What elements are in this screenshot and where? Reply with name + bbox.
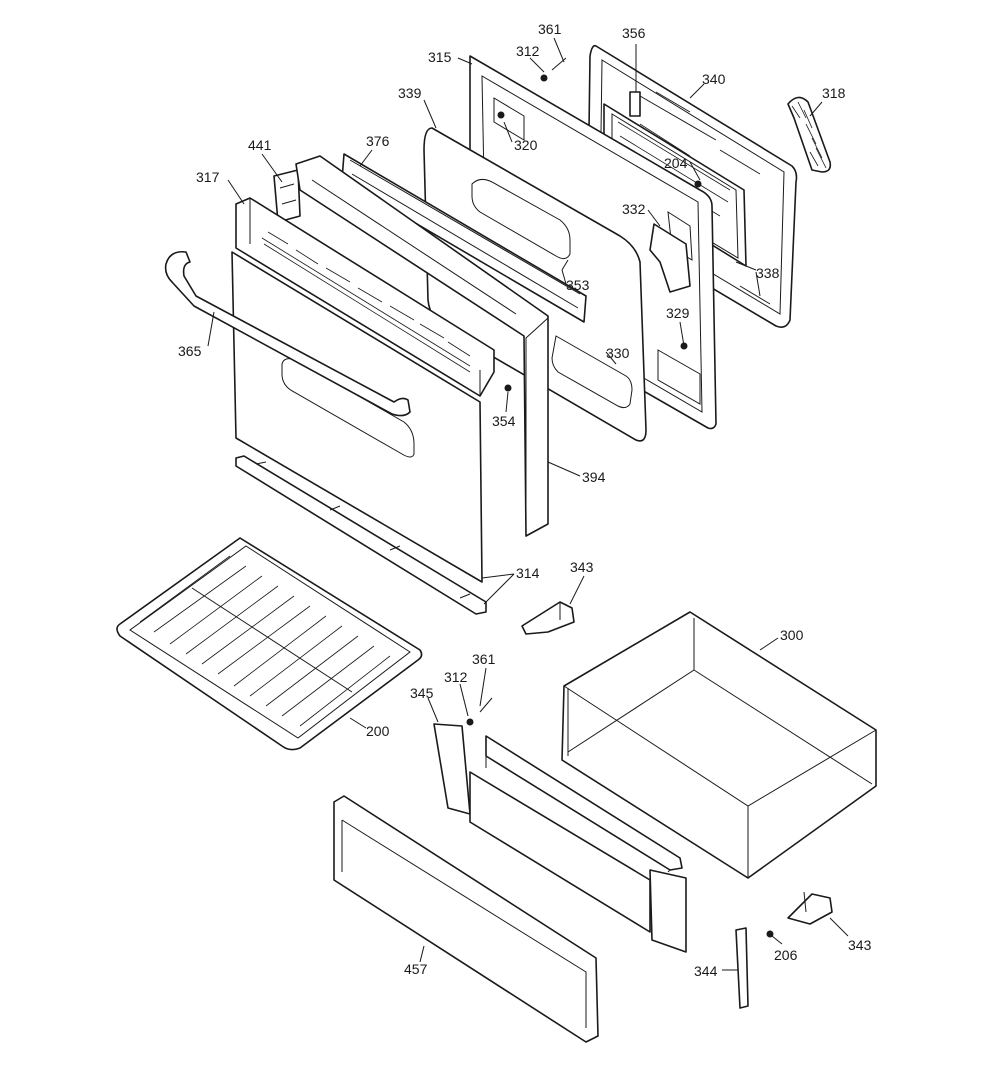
label-200: 200 xyxy=(366,723,390,739)
label-344: 344 xyxy=(694,963,718,979)
label-345: 345 xyxy=(410,685,434,701)
leader-lines xyxy=(207,37,849,971)
label-320: 320 xyxy=(514,137,538,153)
label-300: 300 xyxy=(780,627,804,643)
part-300-storage-drawer xyxy=(561,611,877,879)
part-332-bracket xyxy=(649,223,691,293)
label-441: 441 xyxy=(248,137,272,153)
label-338: 338 xyxy=(756,265,780,281)
label-332: 332 xyxy=(622,201,646,217)
label-394: 394 xyxy=(582,469,606,485)
part-330-inner-window xyxy=(551,335,633,409)
label-354: 354 xyxy=(492,413,516,429)
label-340: 340 xyxy=(702,71,726,87)
label-206: 206 xyxy=(774,947,798,963)
label-356: 356 xyxy=(622,25,646,41)
part-356-hinge xyxy=(629,44,641,117)
part-365-door-handle xyxy=(164,250,411,417)
label-457: 457 xyxy=(404,961,428,977)
label-318: 318 xyxy=(822,85,846,101)
label-317: 317 xyxy=(196,169,220,185)
label-343-top: 343 xyxy=(570,559,594,575)
hardware-fasteners xyxy=(466,57,774,938)
label-312-bottom: 312 xyxy=(444,669,468,685)
part-314-door-bottom-trim xyxy=(235,455,487,615)
part-441-hinge-bracket xyxy=(273,169,301,223)
part-457-drawer-panel xyxy=(333,795,599,1043)
label-314: 314 xyxy=(516,565,540,581)
label-330: 330 xyxy=(606,345,630,361)
label-315: 315 xyxy=(428,49,452,65)
label-312-top: 312 xyxy=(516,43,540,59)
part-394-door-frame xyxy=(295,155,549,537)
label-365: 365 xyxy=(178,343,202,359)
label-339: 339 xyxy=(398,85,422,101)
label-329: 329 xyxy=(666,305,690,321)
label-343-bottom: 343 xyxy=(848,937,872,953)
part-318-handle-grip xyxy=(787,96,832,173)
label-361-bottom: 361 xyxy=(472,651,496,667)
part-343-bottom-clip xyxy=(787,891,833,925)
label-353: 353 xyxy=(566,277,590,293)
part-343-top-clip xyxy=(521,601,575,635)
part-200-oven-rack xyxy=(116,537,423,751)
label-204: 204 xyxy=(664,155,688,171)
part-345-drawer-frame xyxy=(433,723,687,953)
part-344-drawer-rail xyxy=(735,927,749,1009)
part-317-door-top-trim xyxy=(235,197,495,397)
label-361-top: 361 xyxy=(538,21,562,37)
part-labels: 361 312 356 315 340 318 339 320 441 376 … xyxy=(178,21,872,979)
label-376: 376 xyxy=(366,133,390,149)
